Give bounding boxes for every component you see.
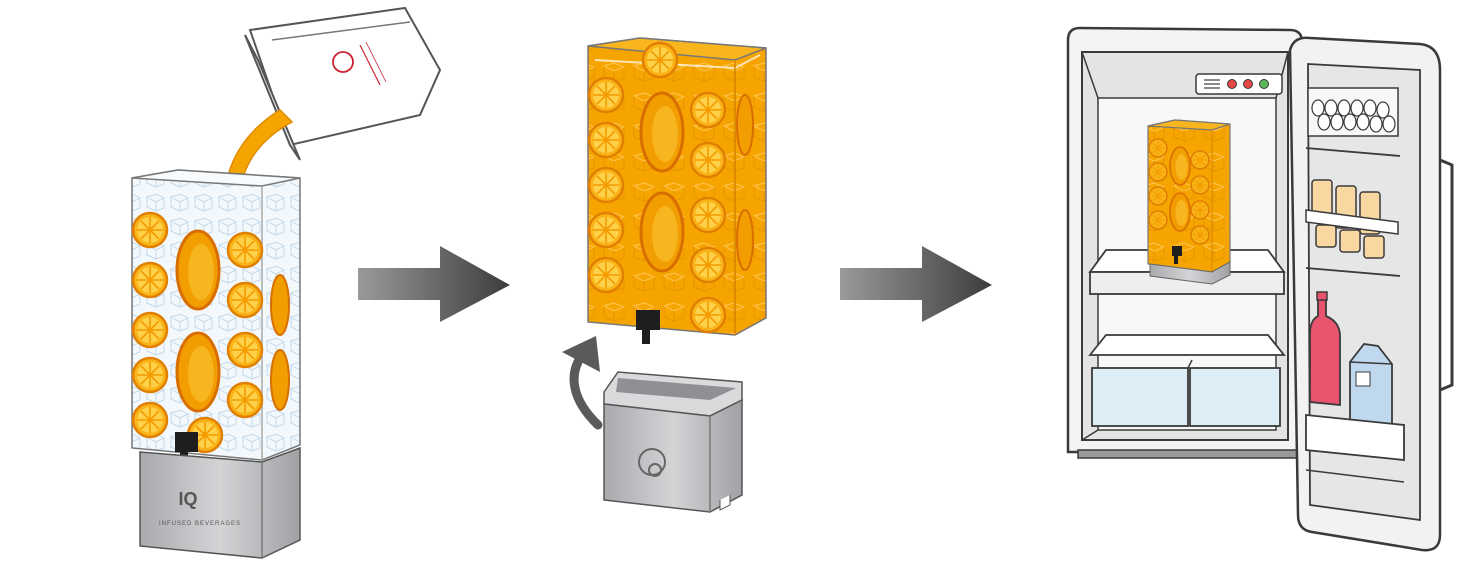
dispenser-in-fridge-icon: [1147, 119, 1231, 285]
arrow-right-icon: [358, 246, 510, 322]
arrow-right-icon: [840, 246, 992, 322]
base-logo: IQ: [178, 489, 197, 509]
dispenser-base-icon: [603, 371, 743, 513]
fridge-door: [1288, 36, 1454, 552]
curved-up-arrow-icon: [562, 336, 603, 430]
base-text: INFUSED BEVERAGES: [159, 521, 241, 527]
refrigerator-icon: [1066, 26, 1454, 552]
pitcher-icon: [244, 6, 442, 161]
panel-step-2: [562, 37, 767, 513]
panel-step-1: IQ INFUSED BEVERAGES: [131, 6, 442, 559]
dispenser-filled-icon: [587, 37, 767, 344]
dispenser-with-ice-icon: IQ INFUSED BEVERAGES: [131, 169, 301, 559]
panel-step-3: [1066, 26, 1454, 552]
